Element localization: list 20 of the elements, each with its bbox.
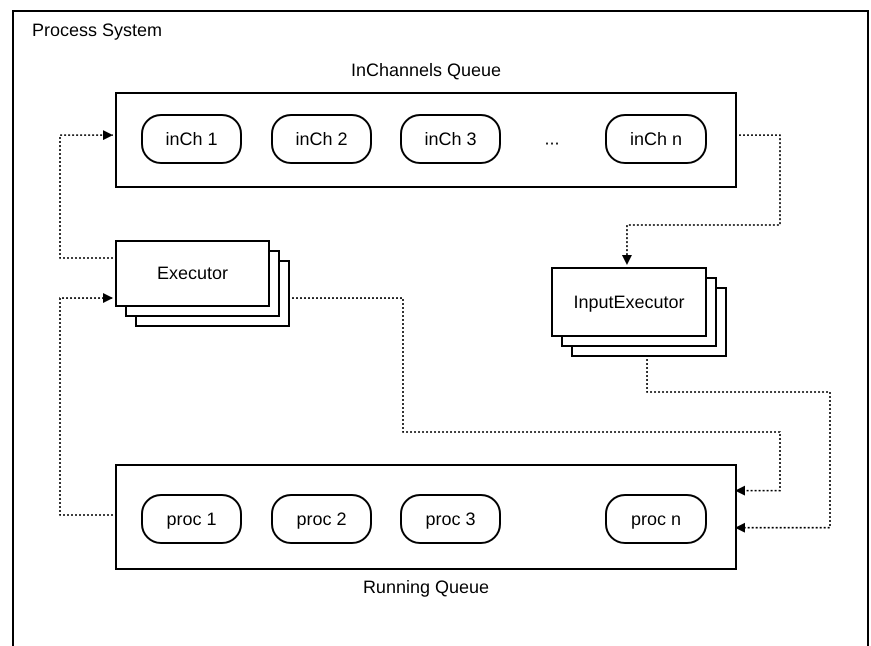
dotted-arrow [59,293,113,516]
channel-pill: inCh 1 [141,114,242,164]
ellipsis-label: ... [544,128,560,150]
queue-title: InChannels Queue [350,60,502,81]
system-boundary-box [12,10,869,646]
process-label: Executor [156,263,228,284]
dotted-arrow [59,130,113,259]
queue-title: Running Queue [362,577,490,598]
channel-pill: proc n [605,494,707,544]
channel-pill: inCh n [605,114,707,164]
channel-pill: proc 1 [141,494,242,544]
stacked-process-box [115,240,290,327]
stacked-process-box [551,267,727,357]
dotted-arrow [622,134,781,265]
channel-pill: proc 3 [400,494,501,544]
process-label: InputExecutor [573,292,685,312]
channel-pill: proc 2 [271,494,372,544]
channel-pill: inCh 3 [400,114,501,164]
channel-pill: inCh 2 [271,114,372,164]
system-title: Process System [32,20,162,41]
